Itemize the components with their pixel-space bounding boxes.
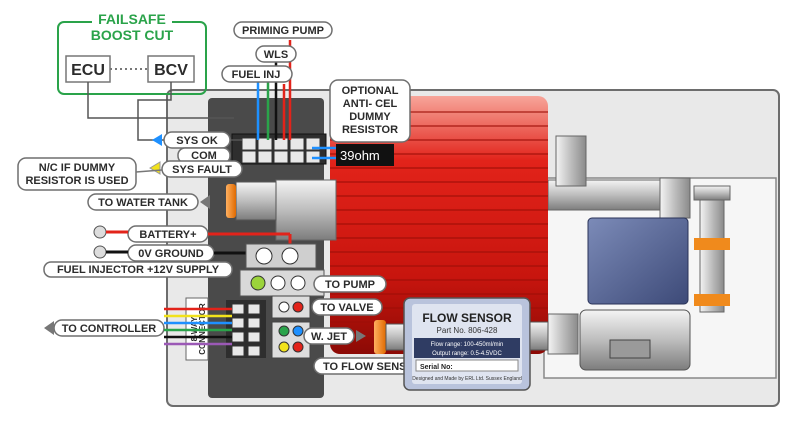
dummy-resistor: 39ohm	[336, 144, 394, 166]
eight-way-connector: 8-WAY CONNECTOR	[164, 297, 266, 361]
fuel-inj-label: FUEL INJ	[232, 69, 281, 81]
nc-label-2: RESISTOR IS USED	[25, 175, 128, 187]
flow-sensor-output-range: Output range: 0.5-4.5VDC	[432, 351, 502, 357]
to-flow-sensor-label: TO FLOW SENSOR	[323, 361, 423, 373]
water-tank-arrow-icon	[200, 195, 210, 209]
failsafe-title: FAILSAFE	[98, 11, 166, 27]
connector-label-1: 8-WAY	[190, 316, 199, 341]
sys-fault-label: SYS FAULT	[172, 164, 232, 176]
to-valve-label: TO VALVE	[320, 302, 373, 314]
to-controller-label: TO CONTROLLER	[62, 323, 157, 335]
top-labels: PRIMING PUMP WLS FUEL INJ OPTIONAL ANTI-…	[221, 21, 411, 143]
failsafe-subtitle: BOOST CUT	[91, 27, 174, 43]
ecu-label: ECU	[71, 62, 105, 79]
battery-terminal-icon	[93, 225, 107, 239]
bcv-label: BCV	[154, 62, 188, 79]
priming-pump-label: PRIMING PUMP	[242, 25, 324, 37]
ground-label: 0V GROUND	[138, 248, 203, 260]
flow-sensor-flow-range: Flow range: 100-450ml/min	[431, 342, 504, 348]
sys-ok-label: SYS OK	[176, 135, 218, 147]
w-jet-label: W. JET	[311, 331, 347, 343]
resistor-value-label: 39ohm	[340, 148, 380, 163]
sys-fault-arrow-icon	[149, 161, 161, 175]
power-terminal-block	[239, 243, 325, 297]
optional-label-2: ANTI- CEL	[343, 98, 398, 110]
flow-sensor-title: FLOW SENSOR	[422, 311, 512, 325]
battery-label: BATTERY+	[139, 229, 196, 241]
optional-label-1: OPTIONAL	[342, 85, 399, 97]
to-pump-label: TO PUMP	[325, 279, 375, 291]
sys-ok-arrow-icon	[152, 134, 162, 146]
flow-sensor: FLOW SENSOR Part No. 806-428 Flow range:…	[403, 297, 549, 391]
nc-label-1: N/C IF DUMMY	[39, 162, 116, 174]
flow-sensor-serial: Serial No:	[420, 364, 453, 371]
flow-sensor-footer: Designed and Made by ERL Ltd. Sussex Eng…	[412, 376, 522, 382]
failsafe-box: FAILSAFE BOOST CUT ECU BCV	[57, 10, 242, 141]
output-labels: TO PUMP TO VALVE W. JET TO FLOW SENSOR	[303, 275, 433, 375]
optional-label-3: DUMMY	[349, 111, 391, 123]
com-label: COM	[191, 150, 217, 162]
to-water-tank-label: TO WATER TANK	[98, 197, 188, 209]
left-labels: SYS OK COM SYS FAULT N/C IF DUMMY RESIST…	[17, 131, 292, 337]
ground-terminal-icon	[93, 245, 107, 259]
optional-label-4: RESISTOR	[342, 124, 398, 136]
right-pipework	[547, 135, 731, 371]
w-jet-fitting	[374, 320, 407, 354]
flow-sensor-part-no: Part No. 806-428	[437, 326, 498, 335]
wls-label: WLS	[264, 49, 288, 61]
output-connectors	[271, 295, 311, 359]
top-connector-block	[231, 133, 327, 165]
water-tank-inlet	[226, 181, 277, 221]
fuel-injector-supply-label: FUEL INJECTOR +12V SUPPLY	[57, 264, 220, 276]
controller-arrow-icon	[44, 321, 54, 335]
w-jet-arrow-icon	[356, 330, 366, 342]
